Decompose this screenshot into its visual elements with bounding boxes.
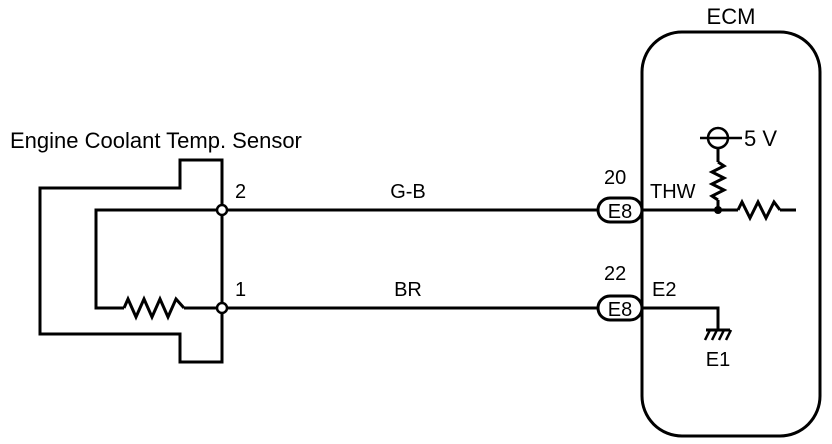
sensor-pin-1-label: 1 [235, 279, 246, 301]
ecm-box [640, 30, 822, 438]
connector-e8-bottom-label: E8 [608, 299, 632, 321]
sensor-title: Engine Coolant Temp. Sensor [10, 128, 302, 153]
terminal-20-label: 20 [604, 167, 626, 189]
resistor-icon [736, 198, 782, 222]
resistor-icon [708, 160, 728, 202]
sensor-inner-wire [94, 208, 222, 310]
connector-e8-top-label: E8 [608, 201, 632, 223]
resistor-icon [122, 295, 186, 321]
terminal-22-label: 22 [604, 263, 626, 285]
ecm-title: ECM [707, 4, 756, 29]
thw-label: THW [650, 181, 696, 203]
sensor-housing [38, 158, 224, 364]
ground-icon [703, 328, 733, 341]
connector-icon: E8 [596, 294, 644, 322]
wire-g-b-label: G-B [390, 181, 426, 203]
sensor-terminal-1 [215, 301, 229, 315]
sensor-pin-2-label: 2 [235, 181, 246, 203]
e1-label: E1 [706, 349, 730, 371]
e2-line [642, 306, 720, 330]
e2-label: E2 [652, 279, 676, 301]
voltage-source-icon [700, 126, 742, 150]
wire-br-label: BR [394, 279, 422, 301]
connector-icon: E8 [596, 196, 644, 224]
voltage-label: 5 V [744, 126, 777, 151]
sensor-terminal-2 [215, 203, 229, 217]
